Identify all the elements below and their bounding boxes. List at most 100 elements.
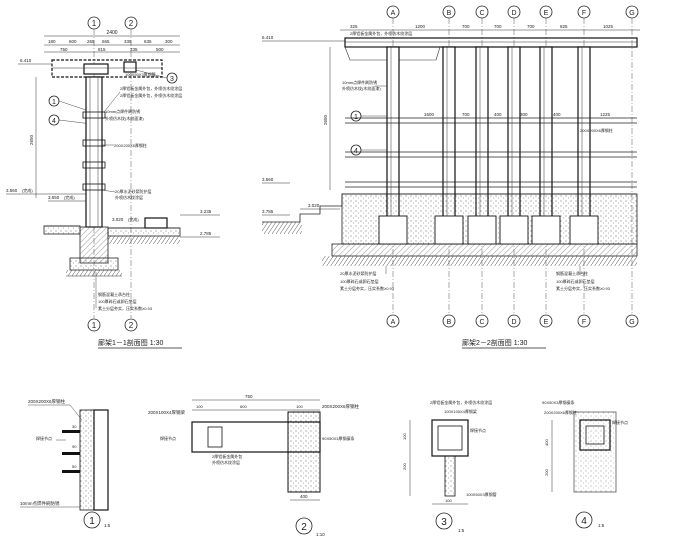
svg-text:3.785: 3.785 [262,209,274,214]
footings-2-2 [378,215,599,245]
svg-text:外喷仿木纹(木纹面漆): 外喷仿木纹(木纹面漆) [105,115,144,121]
svg-text:焊接节点: 焊接节点 [160,435,176,441]
svg-text:100厚碎石或卵石垫层: 100厚碎石或卵石垫层 [98,298,137,304]
svg-text:300: 300 [520,112,528,117]
svg-text:2: 2 [129,19,134,28]
detail-3-number-circle [435,512,453,530]
svg-text:265: 265 [87,39,95,44]
svg-text:G: G [629,10,634,17]
svg-text:焊接节点: 焊接节点 [470,427,486,433]
svg-text:10mm点焊件刷防锈: 10mm点焊件刷防锈 [105,108,140,114]
svg-text:100厚碎石或卵石垫层: 100厚碎石或卵石垫层 [340,278,379,284]
svg-text:200X200X6厚钢柱: 200X200X6厚钢柱 [544,409,577,415]
svg-text:700: 700 [462,24,470,29]
svg-text:700: 700 [527,24,535,29]
elev-6410-label: 6.410 [20,58,32,63]
svg-text:400: 400 [544,439,549,446]
svg-text:50: 50 [72,464,77,469]
svg-text:3.550: 3.550 [48,195,60,200]
ground-left-1-1 [43,225,81,235]
svg-text:400: 400 [300,494,308,499]
elevations-1-1: 3.560 (完成) 3.550 (完成) 3.235 3.020 (完成) 2… [6,187,220,238]
detail-1: 200X200X6厚钢柱 30 90 50 焊接节点 10mm点焊件刷防锈 1 … [20,398,111,529]
svg-text:100: 100 [196,404,203,409]
svg-text:B: B [447,10,452,17]
svg-text:750: 750 [60,47,68,52]
detail-4-scale: 1:5 [598,523,605,528]
axis-bubble-2-bottom: 2 [124,318,138,332]
callout-4-2-2: 4 [350,144,387,156]
foundation-1-1 [66,226,122,277]
svg-text:2厚铝板金属外包，外喷仿木纹涂层: 2厚铝板金属外包，外喷仿木纹涂层 [120,92,182,98]
svg-text:700: 700 [494,24,502,29]
detail-3-number: 3 [441,517,447,528]
svg-text:焊接节点: 焊接节点 [36,435,52,441]
callout-3: 3 [135,69,178,84]
detail-2: 750 100 600 100 200X100X4厚钢梁 200X200X6厚钢… [148,394,360,537]
svg-text:(完成): (完成) [64,194,75,200]
svg-text:2650: 2650 [29,134,34,145]
detail-2-scale: 1:10 [316,532,325,537]
svg-text:825: 825 [560,24,568,29]
svg-text:3.560: 3.560 [262,177,274,182]
svg-text:素土分层夯实，压实系数≥0.93: 素土分层夯实，压实系数≥0.93 [340,285,395,291]
svg-text:100X50X3厚钢管: 100X50X3厚钢管 [125,71,156,77]
svg-text:750: 750 [245,394,253,399]
section-1-notes: 2厚铝板金属外包，外喷仿木纹涂层 100X50X3厚钢管 2厚铝板金属外包，外喷… [95,71,182,311]
detail-4-number: 4 [581,516,587,527]
svg-text:2厚铝板金属外包: 2厚铝板金属外包 [212,453,242,459]
svg-text:600: 600 [69,39,77,44]
svg-text:90X50X3厚钢檩条: 90X50X3厚钢檩条 [322,435,354,441]
detail-1-number-circle [83,511,101,529]
detail-2-number: 2 [301,522,307,533]
detail-1-scale: 1:5 [104,523,111,528]
detail-2-number-circle [295,517,313,535]
svg-text:1025: 1025 [603,24,614,29]
svg-text:600: 600 [240,404,247,409]
svg-text:A: A [391,319,396,326]
svg-text:3.020: 3.020 [112,217,124,222]
section-1-title: 廊架1－1剖面图 1:30 [98,338,163,347]
svg-text:外喷仿木纹(木纹面漆): 外喷仿木纹(木纹面漆) [342,85,381,91]
svg-text:100: 100 [296,404,303,409]
svg-text:20厚水泥砂浆防护层: 20厚水泥砂浆防护层 [340,270,376,276]
svg-text:100X100X4厚钢梁: 100X100X4厚钢梁 [444,408,477,414]
svg-text:D: D [511,10,516,17]
svg-text:400: 400 [494,112,502,117]
svg-text:10mm点焊件刷防锈: 10mm点焊件刷防锈 [20,500,60,507]
svg-text:E: E [544,10,549,17]
svg-text:6.410: 6.410 [262,35,274,40]
svg-text:200X200X6厚钢柱: 200X200X6厚钢柱 [322,403,360,410]
svg-text:400: 400 [553,112,561,117]
detail-3: 2厚铝板金属外包，外喷仿木纹涂层 100X100X4厚钢梁 100 200 焊接… [402,399,497,533]
svg-text:180: 180 [48,39,56,44]
svg-text:C: C [479,319,484,326]
svg-text:20厚水泥砂浆防护层: 20厚水泥砂浆防护层 [115,188,151,194]
axis-bubbles-bottom-2-2: A B C D E F G [386,314,639,328]
svg-text:200X100X4厚钢梁: 200X100X4厚钢梁 [148,409,186,416]
svg-text:钢筋混凝土承台柱: 钢筋混凝土承台柱 [556,270,588,276]
svg-text:G: G [629,319,634,326]
svg-text:E: E [544,319,549,326]
detail-4-number-circle [575,511,593,529]
axis-bubbles-top-2-2: A B C D E F G [386,5,639,19]
svg-text:C: C [479,10,484,17]
svg-text:200X200X6厚钢柱: 200X200X6厚钢柱 [580,127,613,133]
svg-text:90: 90 [72,444,77,449]
section-1-1: 1 2 2400 180 600 265 665 335 635 300 750… [6,16,220,349]
svg-text:100X50X3厚钢管: 100X50X3厚钢管 [466,491,497,497]
height-dim-1-1: 2650 [29,77,37,198]
svg-text:F: F [582,319,586,326]
notes-left-2-2: 10mm点焊件刷防锈 外喷仿木纹(木纹面漆) [342,79,387,91]
svg-text:815: 815 [98,47,106,52]
svg-text:(完成): (完成) [22,187,33,193]
svg-text:4: 4 [354,148,358,155]
svg-text:F: F [582,10,586,17]
svg-text:2厚铝板金属外包，外喷仿木纹涂层: 2厚铝板金属外包，外喷仿木纹涂层 [350,30,412,36]
slats-2-2: 1600 700 400 300 400 1225 200X200X6厚钢柱 [345,112,637,188]
detail-3-scale: 1:5 [458,528,465,533]
svg-text:200X200X6厚钢柱: 200X200X6厚钢柱 [114,142,147,148]
roof-beam-1-1 [51,59,163,78]
svg-text:300: 300 [165,39,173,44]
svg-text:2.785: 2.785 [200,231,212,236]
